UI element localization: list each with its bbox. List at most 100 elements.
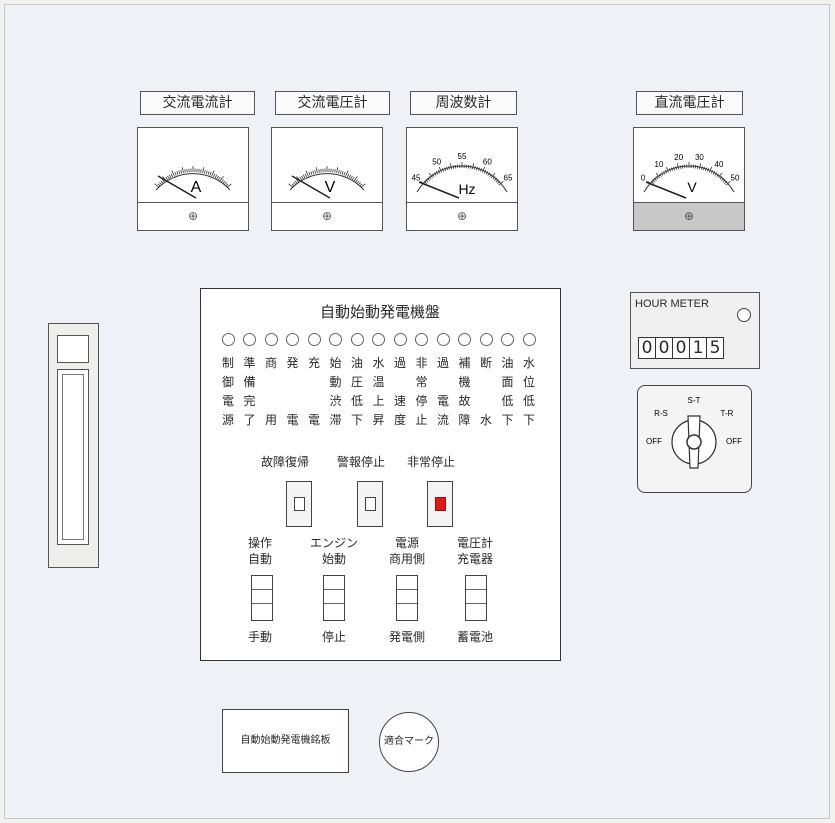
zero-adjust-screw[interactable]: ⊕ (272, 202, 382, 230)
scale-tick (360, 183, 366, 189)
scale-tick (345, 170, 349, 177)
scale-tick (211, 170, 215, 177)
scale-tick (168, 174, 172, 179)
ac-voltmeter-unit: V (325, 179, 336, 196)
indicator-lamp (501, 333, 514, 346)
scale-tick (662, 171, 666, 175)
alarm-stop-button[interactable] (357, 481, 383, 527)
scale-tick (216, 175, 219, 180)
scale-tick (698, 163, 702, 170)
scale-tick (346, 173, 350, 178)
indicator-lamp-column: 制御電源 (219, 333, 237, 430)
lamp-label-char: 電 (221, 394, 234, 408)
operation-mode-toggle[interactable] (251, 575, 273, 621)
zero-adjust-screw[interactable]: ⊕ (634, 202, 744, 230)
dc-voltmeter-unit: V (687, 179, 697, 195)
lamp-label-char: 水 (522, 356, 535, 370)
scale-tick (452, 165, 455, 169)
scale-tick (174, 171, 177, 176)
lamp-label-char: 止 (415, 413, 428, 427)
lamp-label-char (284, 373, 302, 392)
scale-tick (432, 173, 435, 177)
lamp-label-char: 下 (522, 413, 535, 427)
lamp-label-char (284, 392, 302, 411)
lamp-label-char: 電 (436, 394, 449, 408)
scale-tick (171, 170, 175, 177)
scale-tick (679, 165, 682, 169)
scale-tick (354, 179, 358, 183)
vertical-indicator-frame (48, 323, 99, 568)
lamp-label-char: 機 (458, 375, 471, 389)
emergency-stop-button[interactable] (427, 481, 453, 527)
scale-tick (650, 180, 654, 184)
indicator-lamp-column: 断 水 (477, 333, 495, 430)
scale-tick (167, 175, 170, 180)
scale-tick (308, 171, 311, 176)
lamp-label-char: 水 (479, 413, 492, 427)
scale-tick (181, 167, 184, 174)
scale-tick (483, 170, 487, 174)
scale-tick (490, 172, 496, 179)
scale-tick (318, 169, 320, 173)
indicator-lamp-column: 油面低下 (499, 333, 517, 430)
zero-adjust-screw[interactable]: ⊕ (138, 202, 248, 230)
scale-tick (664, 170, 668, 174)
scale-tick (305, 170, 309, 177)
dc-voltmeter-label: 直流電圧計 (636, 91, 743, 115)
lamp-label-char: 流 (436, 413, 449, 427)
selector-rs-label: R-S (654, 409, 668, 418)
scale-tick (719, 176, 723, 180)
scale-tick (717, 172, 723, 179)
scale-tick (428, 172, 434, 179)
indicator-lamp (221, 333, 235, 346)
scale-tick (296, 179, 300, 183)
scale-tick (314, 170, 316, 174)
ac-ammeter-needle (157, 175, 197, 199)
selector-st-label: S-T (688, 396, 701, 405)
indicator-lamp-column: 非常停止 (413, 333, 431, 430)
voltmeter-selector-switch[interactable]: S-T R-S T-R OFF OFF (637, 385, 752, 493)
indicator-scale (57, 369, 89, 545)
scale-tick (154, 183, 160, 189)
indicator-lamp (458, 333, 471, 346)
scale-tick (343, 171, 346, 176)
indicator-lamp-column: 水位低下 (520, 333, 538, 430)
scale-tick (476, 166, 478, 171)
scale-tick (665, 166, 670, 173)
scale-tick (348, 174, 352, 179)
zero-adjust-screw[interactable]: ⊕ (407, 202, 517, 230)
scale-tick (497, 180, 501, 184)
lamp-label-char: 発 (286, 356, 299, 370)
scale-tick (426, 177, 430, 181)
lamp-label-char: 了 (243, 413, 256, 427)
selector-knob[interactable]: S-T R-S T-R OFF OFF (638, 386, 750, 491)
scale-tick (474, 166, 476, 170)
power-source-toggle[interactable] (396, 575, 418, 621)
engine-start-toggle[interactable] (323, 575, 345, 621)
selector-tr-label: T-R (721, 409, 734, 418)
lamp-label-char: 滞 (329, 413, 342, 427)
fault-reset-button[interactable] (286, 481, 312, 527)
scale-tick (294, 180, 298, 184)
scale-tick (703, 166, 705, 171)
scale-tick (479, 168, 483, 172)
scale-tick (356, 180, 360, 184)
scale-tick (494, 177, 498, 181)
lamp-label-char: 備 (243, 375, 256, 389)
scale-number: 0 (641, 173, 646, 182)
scale-tick (444, 167, 446, 172)
scale-tick (449, 163, 453, 170)
scale-tick (336, 167, 339, 174)
lamp-label-char: 温 (372, 375, 385, 389)
auto-panel-title: 自動始動発電機盤 (319, 303, 440, 321)
scale-tick (226, 183, 232, 189)
scale-tick (160, 180, 164, 184)
lamp-label-char: 速 (393, 394, 406, 408)
lamp-label-char: 上 (372, 394, 385, 408)
scale-tick (655, 176, 659, 180)
indicator-lamp-column: 始動渋滞 (327, 333, 345, 430)
voltmeter-select-toggle[interactable] (465, 575, 487, 621)
lamp-label-char: 源 (221, 413, 234, 427)
